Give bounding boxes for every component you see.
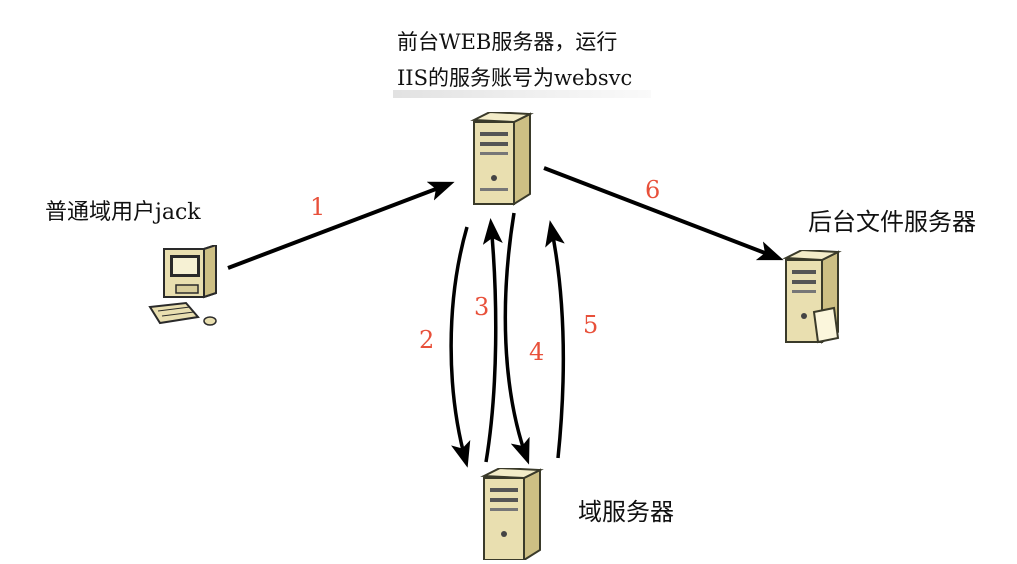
title-underline-shadow (393, 90, 651, 98)
web-server-title-line2: IIS的服务账号为websvc (397, 66, 633, 90)
arrow-1 (227, 181, 455, 270)
step-6-label: 6 (645, 176, 661, 204)
arrow-3 (482, 218, 503, 463)
step-3-label: 3 (474, 293, 490, 321)
step-2-label: 2 (419, 326, 435, 354)
client-label: 普通域用户jack (45, 200, 201, 225)
arrow-6 (543, 166, 784, 261)
web-server-title-line1: 前台WEB服务器，运行 (397, 30, 618, 54)
step-5-label: 5 (583, 311, 599, 339)
desktop-computer-icon (146, 243, 226, 341)
file-server-icon (782, 248, 848, 350)
step-4-label: 4 (529, 338, 545, 366)
server-tower-icon (468, 110, 534, 216)
arrow-4 (503, 212, 530, 465)
step-1-label: 1 (310, 193, 326, 221)
domain-server-icon (478, 466, 544, 564)
arrow-5 (545, 220, 566, 459)
file-server-label: 后台文件服务器 (808, 208, 976, 236)
domain-server-label: 域服务器 (578, 498, 674, 526)
arrow-2 (449, 226, 471, 468)
